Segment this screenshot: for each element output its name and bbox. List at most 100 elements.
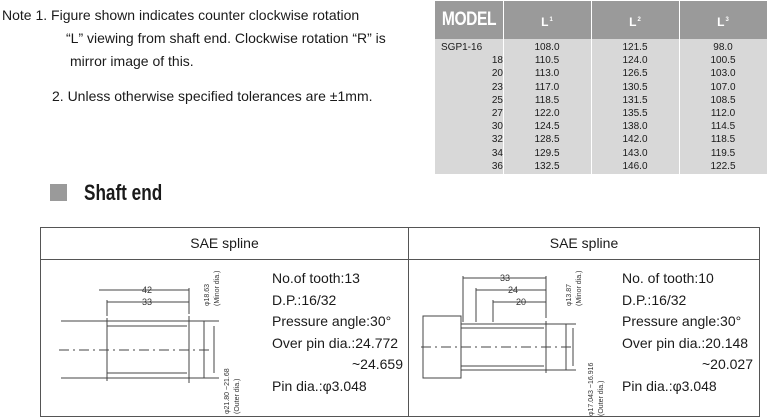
value-cell: 119.5 (710, 147, 736, 159)
value-cell: 142.0 (622, 134, 648, 146)
left-spline-drawing: 42 33 φ18.63 (Minor dia.) φ21.80 ~21.68 … (59, 271, 241, 414)
header-l1: L1 (541, 15, 553, 29)
value-cell: 103.0 (710, 68, 736, 80)
header-model: MODEL (441, 9, 497, 30)
value-cell: 113.0 (534, 68, 560, 80)
left-minor-dia: φ18.63 (204, 284, 211, 306)
model-cell: 32 (491, 134, 503, 146)
table-row: SGP1-16 108.0 121.5 98.0 (435, 41, 767, 54)
value-cell: 121.5 (622, 42, 648, 53)
row-divider (41, 259, 759, 260)
value-cell: 100.5 (710, 55, 736, 67)
right-dp: D.P.:16/32 (622, 291, 687, 308)
right-dim-20: 20 (516, 297, 526, 307)
left-spline-header: SAE spline (190, 235, 259, 251)
value-cell: 122.5 (710, 160, 736, 172)
right-outer-dia: φ17.043 ~16.916 (588, 363, 595, 416)
section-title: Shaft end (84, 180, 163, 205)
table-row: 27 122.0 135.5 112.0 (435, 107, 767, 120)
value-cell: 122.0 (534, 107, 560, 119)
left-pressure: Pressure angle:30° (272, 313, 392, 329)
table-row: 25 118.5 131.5 108.5 (435, 94, 767, 107)
note-line-1: Note 1. Figure shown indicates counter c… (2, 7, 360, 23)
value-cell: 131.5 (622, 94, 648, 106)
left-minor-note: (Minor dia.) (214, 271, 221, 306)
model-cell: 20 (491, 68, 503, 80)
table-row: 20 113.0 126.5 103.0 (435, 67, 767, 80)
left-outer-dia: φ21.80 ~21.68 (224, 368, 231, 414)
column-divider (591, 1, 592, 174)
model-cell: 18 (491, 55, 503, 67)
model-cell: 30 (491, 121, 503, 133)
right-pressure: Pressure angle:30° (622, 313, 742, 329)
right-outer-note: (Outer dia.) (598, 381, 605, 416)
note-line-4: 2. Unless otherwise specified tolerances… (52, 88, 373, 104)
left-tooth: No.of tooth:13 (272, 270, 360, 286)
left-overpin-max: ~24.659 (352, 356, 403, 372)
left-spline-spec: No.of tooth:13 D.P.:16/32 Pressure angle… (272, 268, 403, 397)
model-cell: 25 (491, 94, 503, 106)
right-dim-33: 33 (500, 273, 510, 283)
note-line-2: “L” viewing from shaft end. Clockwise ro… (66, 30, 386, 46)
model-cell: SGP1-16 (441, 42, 483, 53)
value-cell: 108.5 (710, 94, 736, 106)
left-dp: D.P.:16/32 (272, 291, 337, 308)
value-cell: 124.0 (622, 55, 648, 67)
value-cell: 108.0 (534, 42, 560, 53)
value-cell: 118.5 (710, 134, 736, 146)
right-pin: Pin dia.:φ3.048 (622, 377, 717, 394)
model-cell: 23 (491, 81, 503, 93)
table-row: 23 117.0 130.5 107.0 (435, 81, 767, 94)
right-spline-drawing: 33 24 20 φ13.87 (Minor dia.) φ17.043 ~16… (421, 271, 605, 416)
left-dim-42: 42 (142, 285, 152, 295)
value-cell: 135.5 (622, 107, 648, 119)
value-cell: 124.5 (534, 121, 560, 133)
value-cell: 98.0 (713, 42, 733, 53)
table-row: 30 124.5 138.0 114.5 (435, 120, 767, 133)
right-tooth: No. of tooth:10 (622, 270, 714, 286)
section-square-icon (50, 184, 67, 201)
value-cell: 117.0 (534, 81, 560, 93)
value-cell: 138.0 (622, 121, 648, 133)
value-cell: 107.0 (710, 81, 736, 93)
value-cell: 146.0 (622, 160, 648, 172)
right-minor-note: (Minor dia.) (576, 271, 583, 306)
table-row: 18 110.5 124.0 100.5 (435, 54, 767, 67)
shaft-end-table: SAE spline SAE spline 42 33 φ18.63 (Mino… (40, 227, 760, 417)
table-row: 36 132.5 146.0 122.5 (435, 160, 767, 173)
table-row: 32 128.5 142.0 118.5 (435, 133, 767, 146)
header-l3: L3 (717, 15, 729, 29)
left-dim-33: 33 (142, 297, 152, 307)
value-cell: 132.5 (534, 160, 560, 172)
value-cell: 126.5 (622, 68, 648, 80)
value-cell: 129.5 (534, 147, 560, 159)
column-divider (503, 1, 504, 174)
value-cell: 114.5 (710, 121, 736, 133)
right-overpin: Over pin dia.:20.148 (622, 334, 749, 351)
right-spline-spec: No. of tooth:10 D.P.:16/32 Pressure angl… (622, 268, 753, 397)
value-cell: 143.0 (622, 147, 648, 159)
column-divider (679, 1, 680, 174)
value-cell: 112.0 (710, 107, 736, 119)
table-row: 34 129.5 143.0 119.5 (435, 147, 767, 160)
right-overpin-max: ~20.027 (702, 356, 753, 372)
model-cell: 34 (491, 147, 503, 159)
left-outer-note: (Outer dia.) (234, 379, 241, 414)
left-pin: Pin dia.:φ3.048 (272, 377, 367, 394)
column-divider (408, 228, 409, 416)
note-line-3: mirror image of this. (70, 53, 194, 69)
header-l2: L2 (629, 15, 641, 29)
value-cell: 110.5 (534, 55, 560, 67)
table-header: MODEL L1 L2 L3 (435, 1, 767, 39)
value-cell: 118.5 (534, 94, 560, 106)
value-cell: 128.5 (534, 134, 560, 146)
right-spline-header: SAE spline (549, 235, 619, 251)
right-dim-24: 24 (508, 285, 518, 295)
model-dimension-table: MODEL L1 L2 L3 SGP1-16 108.0 121.5 98.0 18 11… (435, 1, 767, 174)
model-cell: 36 (491, 160, 503, 172)
left-overpin: Over pin dia.:24.772 (272, 334, 399, 351)
value-cell: 130.5 (622, 81, 648, 93)
right-minor-dia: φ13.87 (566, 284, 573, 306)
model-cell: 27 (491, 107, 503, 119)
